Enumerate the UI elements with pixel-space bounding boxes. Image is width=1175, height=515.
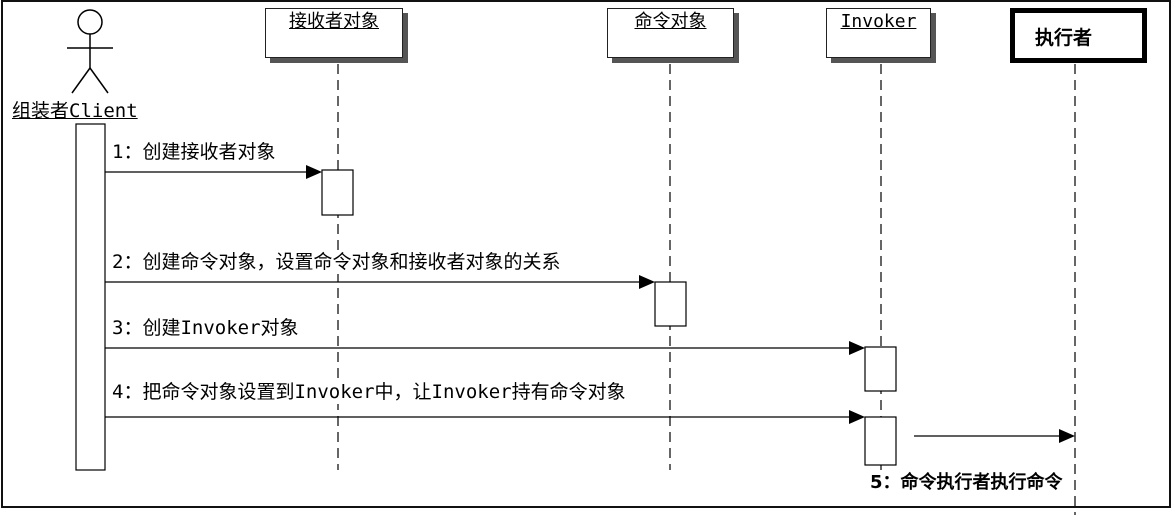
actor-icon [67,9,113,94]
activation-invoker-1 [864,346,897,392]
message-label-1: 1：创建接收者对象 [112,140,276,164]
object-command: 命令对象 [607,8,734,58]
object-invoker-label: Invoker [840,11,917,32]
message-arrow-1 [105,165,322,179]
activation-client [75,123,106,471]
object-executor-label: 执行者 [1035,27,1093,49]
message-arrow-4 [105,410,865,424]
message-label-3: 3：创建Invoker对象 [112,316,299,340]
actor-label: 组装者Client [12,100,138,122]
activation-command [654,281,687,327]
message-label-4: 4：把命令对象设置到Invoker中，让Invoker持有命令对象 [112,380,626,404]
activation-invoker-2 [864,416,897,466]
object-receiver-label: 接收者对象 [289,11,379,32]
activation-receiver [321,169,354,216]
message-label-5: 5：命令执行者执行命令 [870,472,1063,493]
object-executor: 执行者 [1010,8,1147,63]
object-receiver: 接收者对象 [265,8,403,58]
message-arrow-5 [914,429,1075,443]
message-arrow-2 [105,275,655,289]
message-arrow-3 [105,341,865,355]
message-label-2: 2：创建命令对象，设置命令对象和接收者对象的关系 [112,250,561,274]
object-command-label: 命令对象 [634,11,707,32]
object-invoker: Invoker [826,8,931,58]
